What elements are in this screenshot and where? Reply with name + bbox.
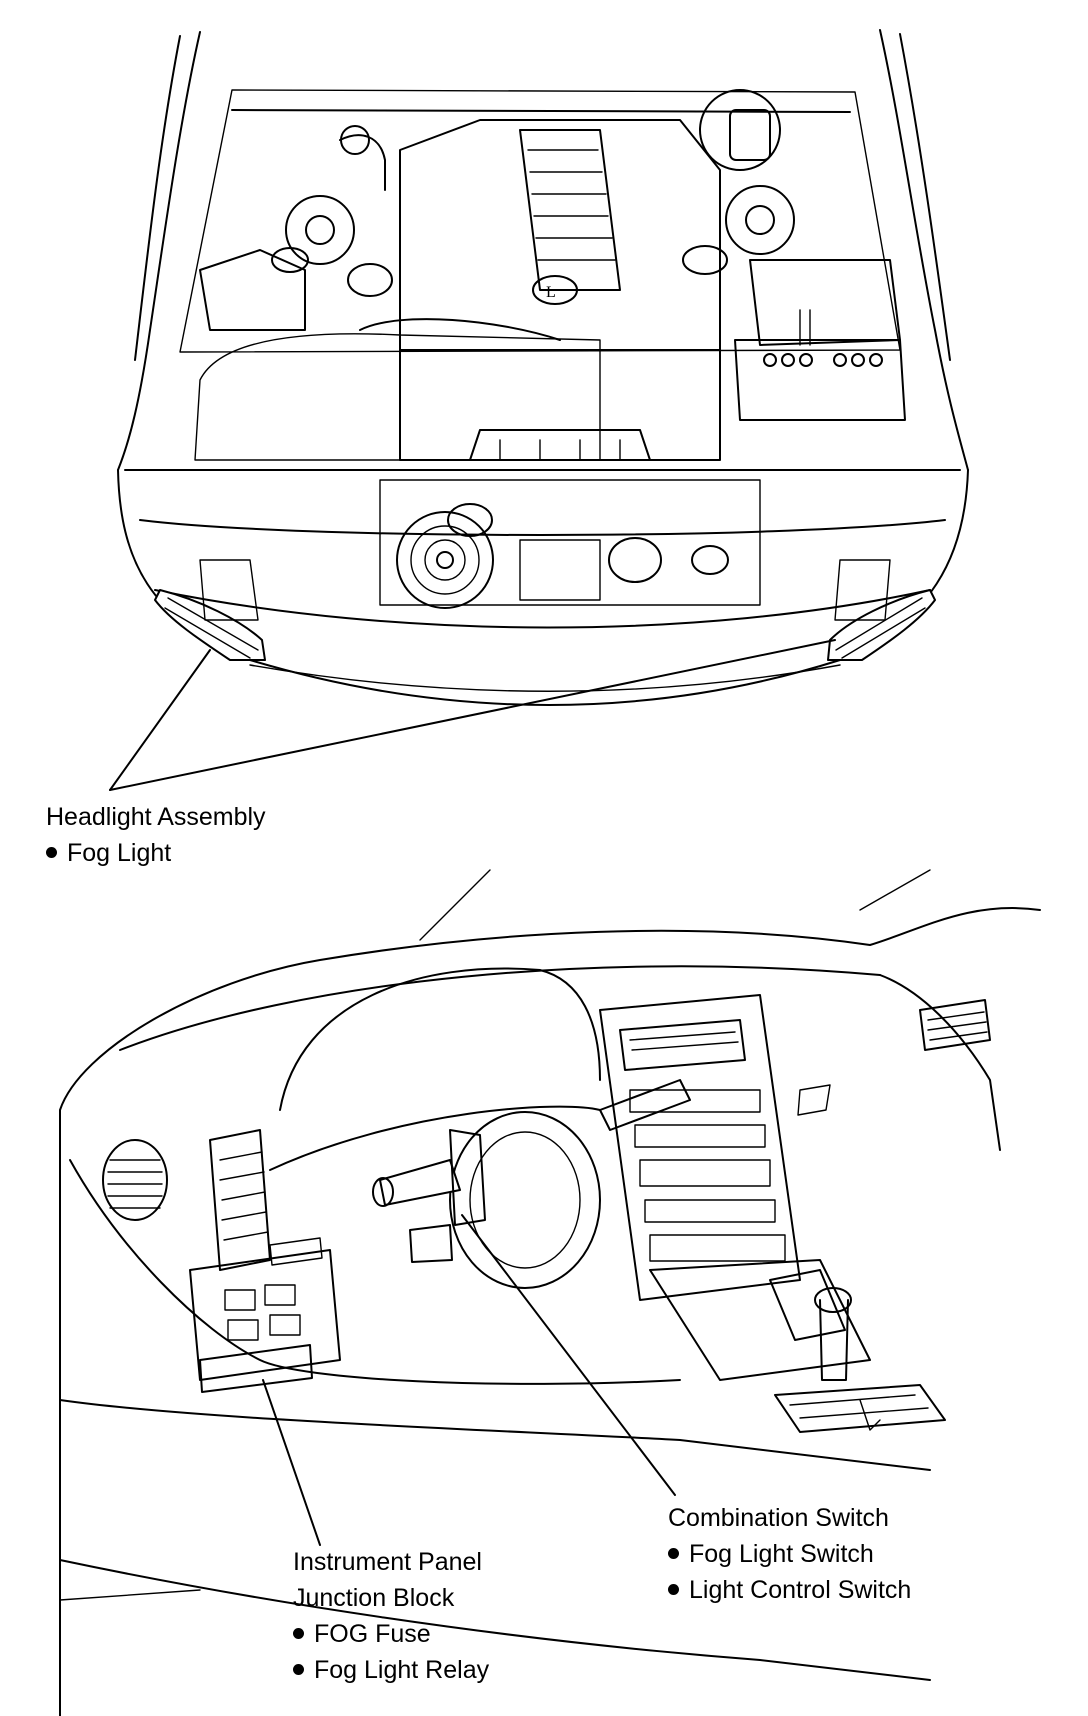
combination-switch-callout: Combination Switch Fog Light Switch Ligh… <box>668 1500 911 1608</box>
combination-switch-stalk <box>372 1129 486 1263</box>
junction-block-title-line1: Instrument Panel <box>293 1548 482 1576</box>
fog-light-switch-item: Fog Light Switch <box>668 1536 911 1572</box>
left-side-vent <box>102 1139 168 1221</box>
headlight-assemblies <box>154 559 936 661</box>
junction-block-title-line2: Junction Block <box>293 1584 455 1612</box>
combination-switch-title: Combination Switch <box>668 1504 889 1532</box>
instrument-cluster-and-steering <box>269 967 691 1289</box>
left-compartment-parts <box>194 125 601 461</box>
headlight-leader-lines <box>109 639 836 791</box>
light-control-switch-item: Light Control Switch <box>668 1572 911 1608</box>
radiator-and-fan <box>379 479 761 609</box>
fog-light-relay-item: Fog Light Relay <box>293 1652 489 1688</box>
svg-text:L: L <box>546 284 556 301</box>
fog-fuse-item: FOG Fuse <box>293 1616 489 1652</box>
junction-block-callout: Instrument Panel Junction Block FOG Fuse… <box>293 1544 489 1688</box>
engine-cover: L <box>399 119 721 461</box>
right-dash-vent <box>797 999 991 1116</box>
shift-lever-console <box>774 1287 946 1433</box>
junction-block-lower <box>189 1237 341 1393</box>
driver-vent <box>209 1129 271 1271</box>
dash-leader-lines <box>262 1214 676 1546</box>
headlight-assembly-callout: Headlight Assembly Fog Light <box>46 799 266 871</box>
fog-light-item: Fog Light <box>46 835 266 871</box>
right-compartment-parts <box>682 89 906 421</box>
center-stack <box>599 994 871 1381</box>
headlight-assembly-title: Headlight Assembly <box>46 803 266 831</box>
